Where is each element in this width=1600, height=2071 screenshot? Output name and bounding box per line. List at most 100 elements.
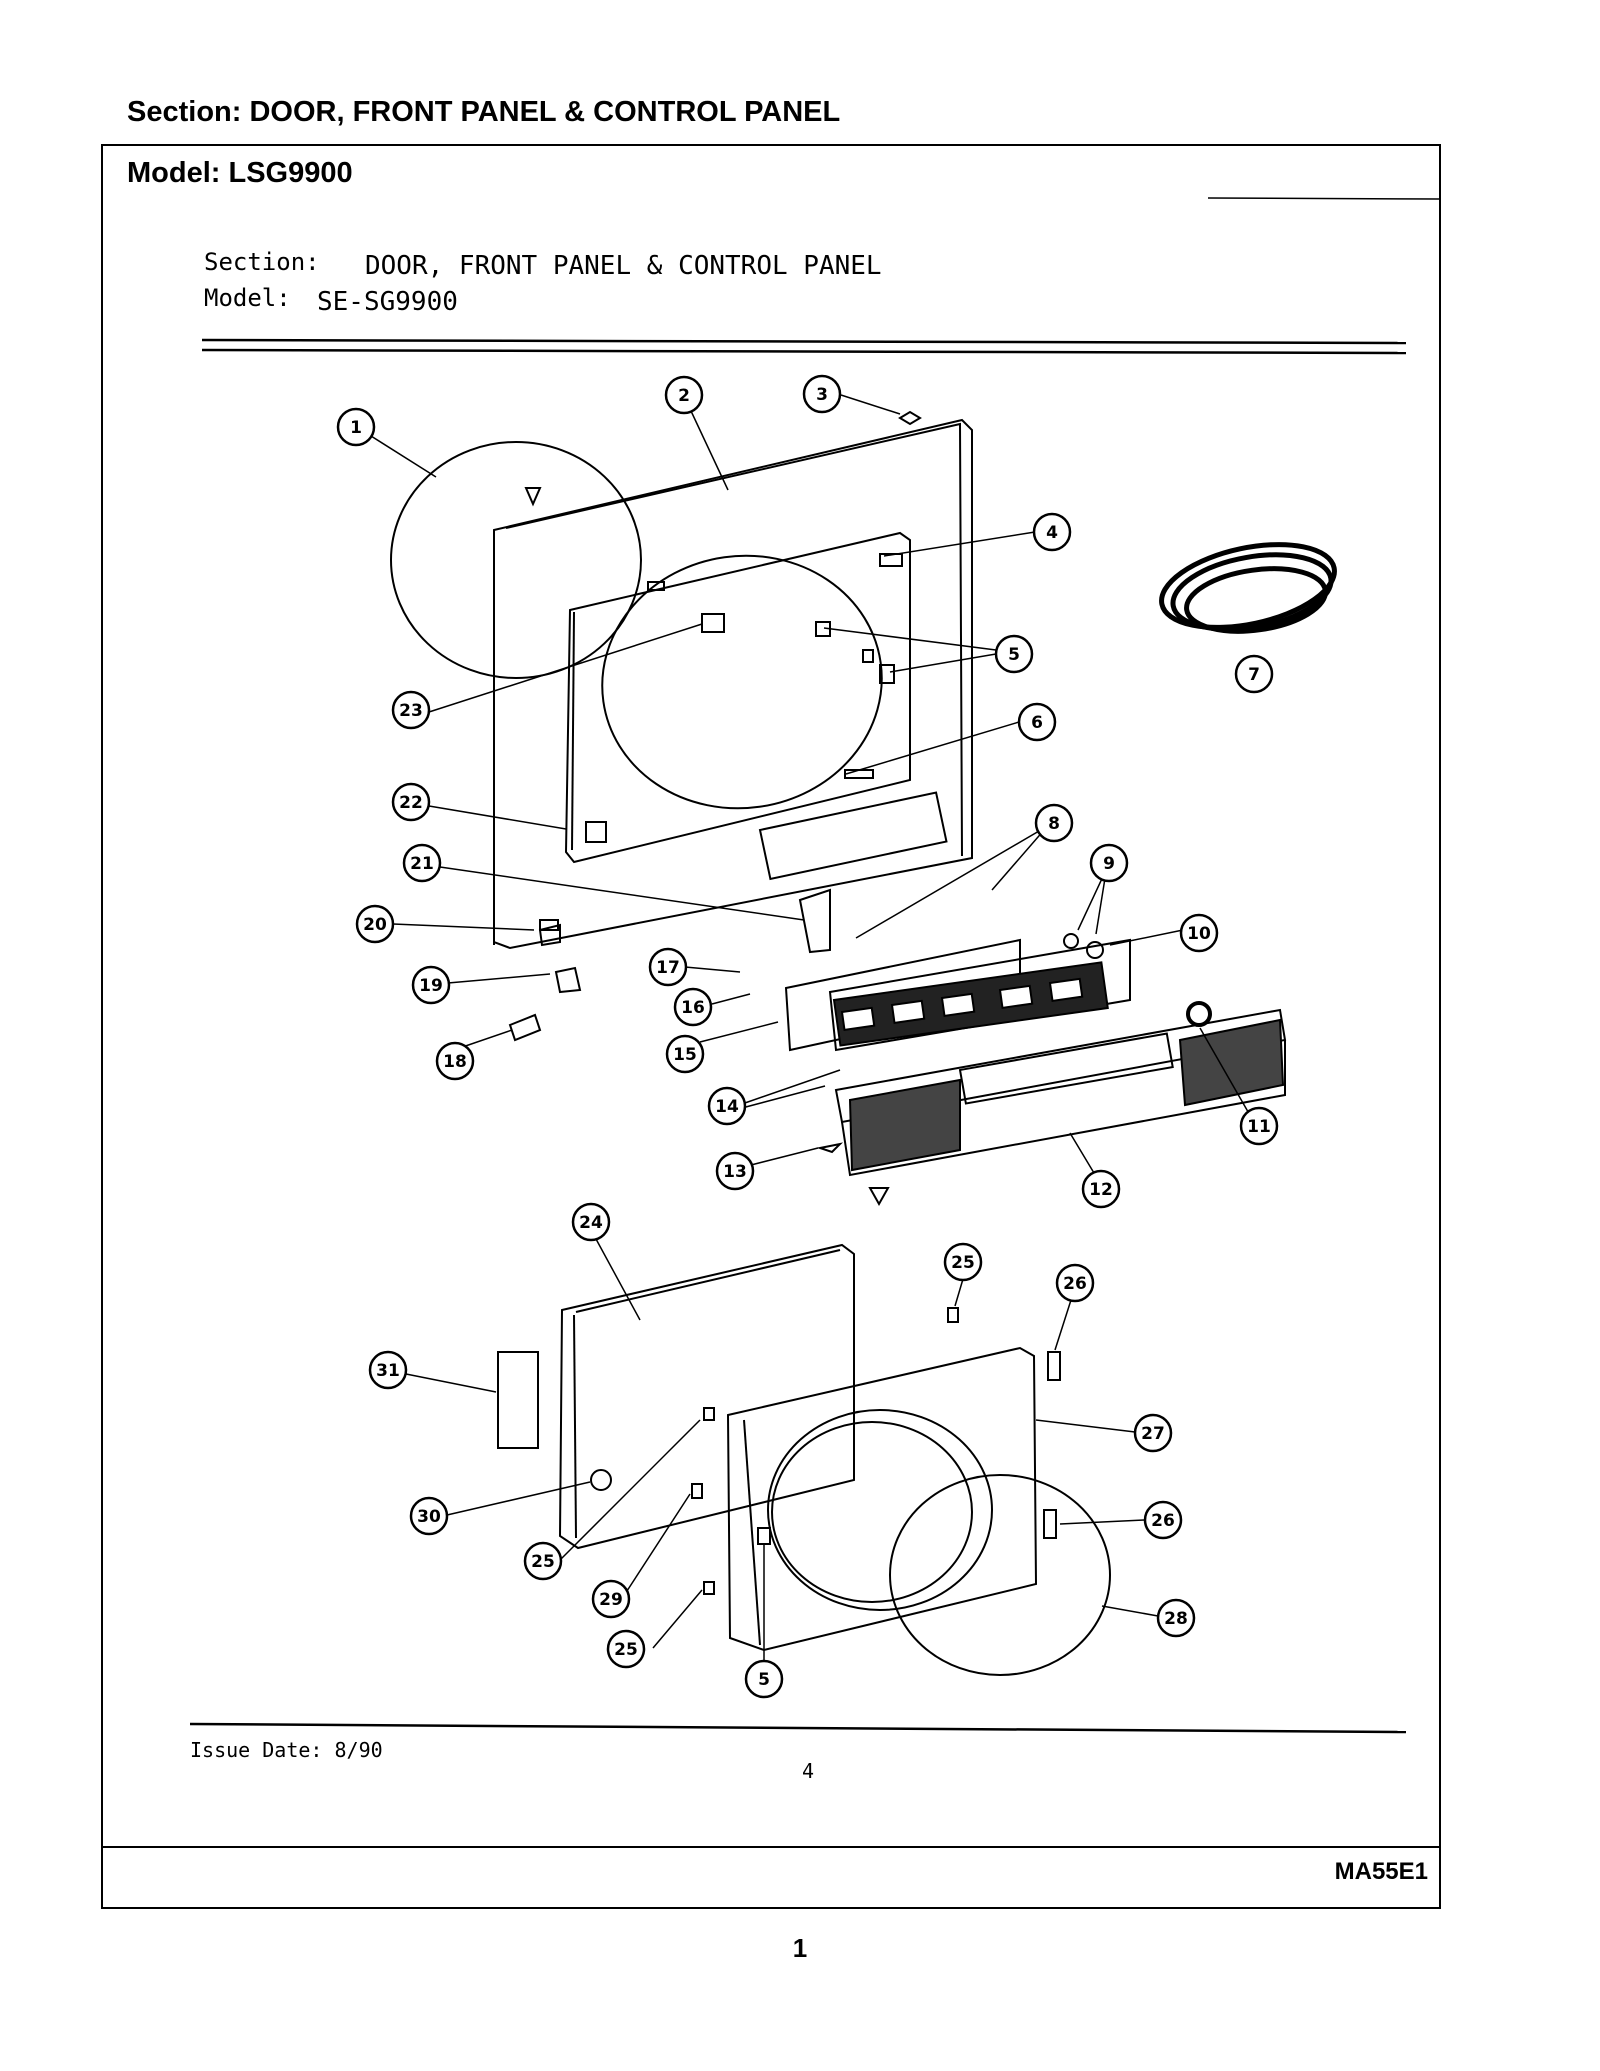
callout-14: 14	[707, 1086, 747, 1126]
callout-22: 22	[391, 782, 431, 822]
callout-20: 20	[355, 904, 395, 944]
svg-text:25: 25	[531, 1552, 555, 1572]
document-code: MA55E1	[1334, 1858, 1428, 1885]
door-inner-panel	[558, 1243, 855, 1550]
callout-2: 2	[664, 375, 704, 415]
switch-20	[538, 923, 561, 947]
screw-top	[524, 487, 542, 507]
callout-6: 6	[1017, 702, 1057, 742]
clip-25-bottom	[703, 1581, 715, 1595]
svg-text:6: 6	[1031, 713, 1043, 733]
page-number: 1	[792, 1933, 808, 1963]
knob-11	[1186, 1001, 1212, 1027]
bracket-21	[798, 888, 831, 954]
svg-text:18: 18	[443, 1052, 467, 1072]
callout-7: 7	[1234, 654, 1274, 694]
svg-text:14: 14	[715, 1097, 739, 1117]
door-opening	[601, 554, 883, 810]
door-seal-28	[889, 1474, 1111, 1676]
hinge-26-top	[1047, 1351, 1061, 1381]
svg-text:23: 23	[399, 701, 423, 721]
door-glass	[767, 1409, 993, 1611]
svg-text:27: 27	[1141, 1424, 1165, 1444]
svg-text:2: 2	[678, 386, 690, 406]
callout-5-bottom: 5	[744, 1659, 784, 1699]
wire-harness	[1159, 542, 1337, 634]
svg-text:7: 7	[1248, 665, 1260, 685]
callout-9: 9	[1089, 843, 1129, 883]
svg-text:25: 25	[951, 1253, 975, 1273]
panel-slots	[539, 553, 948, 931]
callout-16: 16	[673, 987, 713, 1027]
drawing-section-label: Section:	[204, 248, 320, 276]
drawing-footer-rule	[189, 1722, 1407, 1734]
callout-23: 23	[391, 690, 431, 730]
drawing-section-title: DOOR, FRONT PANEL & CONTROL PANEL	[365, 251, 882, 281]
callout-25-bottom: 25	[606, 1629, 646, 1669]
callout-24: 24	[571, 1202, 611, 1242]
clip-25-left	[703, 1407, 715, 1421]
callout-8: 8	[1034, 803, 1074, 843]
hinge-19	[554, 966, 582, 994]
svg-text:21: 21	[410, 854, 434, 874]
svg-text:5: 5	[1008, 645, 1020, 665]
callout-25-top: 25	[943, 1242, 983, 1282]
svg-text:26: 26	[1151, 1511, 1175, 1531]
svg-text:8: 8	[1048, 814, 1060, 834]
svg-text:30: 30	[417, 1507, 441, 1527]
callout-10: 10	[1179, 913, 1219, 953]
callout-21: 21	[402, 843, 442, 883]
leader-lines	[370, 394, 1252, 1679]
svg-text:3: 3	[816, 385, 828, 405]
callout-4: 4	[1032, 512, 1072, 552]
callout-19: 19	[411, 965, 451, 1005]
svg-text:1: 1	[350, 418, 362, 438]
spring-13	[816, 1142, 844, 1154]
drawing-rule-top	[201, 338, 1407, 345]
svg-text:22: 22	[399, 793, 423, 813]
svg-text:11: 11	[1247, 1117, 1271, 1137]
callout-28: 28	[1156, 1598, 1196, 1638]
console-12	[834, 1008, 1287, 1177]
svg-text:13: 13	[723, 1162, 747, 1182]
callout-3: 3	[802, 374, 842, 414]
door-outer-panel	[726, 1346, 1038, 1652]
plug-30	[590, 1469, 612, 1491]
callout-5-top: 5	[994, 634, 1034, 674]
callout-26-bottom: 26	[1143, 1500, 1183, 1540]
callout-17: 17	[648, 947, 688, 987]
issue-date: Issue Date: 8/90	[190, 1738, 383, 1762]
knob-9	[1063, 933, 1079, 949]
clip-25-top	[947, 1307, 959, 1323]
svg-text:4: 4	[1046, 523, 1058, 543]
page-model-title: Model: LSG9900	[127, 157, 353, 189]
door-clip-5b	[879, 664, 895, 684]
callout-1: 1	[336, 407, 376, 447]
drawing-page-number: 4	[802, 1759, 814, 1783]
callout-26-top: 26	[1055, 1263, 1095, 1303]
callout-29: 29	[591, 1579, 631, 1619]
callout-13: 13	[715, 1151, 755, 1191]
panel-clip-3	[898, 410, 922, 426]
callout-12: 12	[1081, 1169, 1121, 1209]
callout-30: 30	[409, 1496, 449, 1536]
latch-strike-23	[701, 613, 725, 633]
front-panel	[493, 418, 973, 950]
svg-text:10: 10	[1187, 924, 1211, 944]
cam-10	[1086, 941, 1104, 959]
svg-text:15: 15	[673, 1045, 697, 1065]
callout-25-mid: 25	[523, 1541, 563, 1581]
drawing-model-label: Model:	[204, 284, 291, 312]
handle-31	[497, 1351, 539, 1449]
drawing-rule-bottom	[201, 348, 1407, 355]
svg-text:26: 26	[1063, 1274, 1087, 1294]
hinge-26-bottom	[1043, 1509, 1057, 1539]
svg-text:20: 20	[363, 915, 387, 935]
page-section-title: Section: DOOR, FRONT PANEL & CONTROL PAN…	[127, 96, 841, 128]
screw-12	[868, 1187, 890, 1207]
svg-text:5: 5	[758, 1670, 770, 1690]
svg-text:25: 25	[614, 1640, 638, 1660]
svg-text:28: 28	[1164, 1609, 1188, 1629]
drawing-model-value: SE-SG9900	[317, 287, 458, 317]
callout-31: 31	[368, 1350, 408, 1390]
